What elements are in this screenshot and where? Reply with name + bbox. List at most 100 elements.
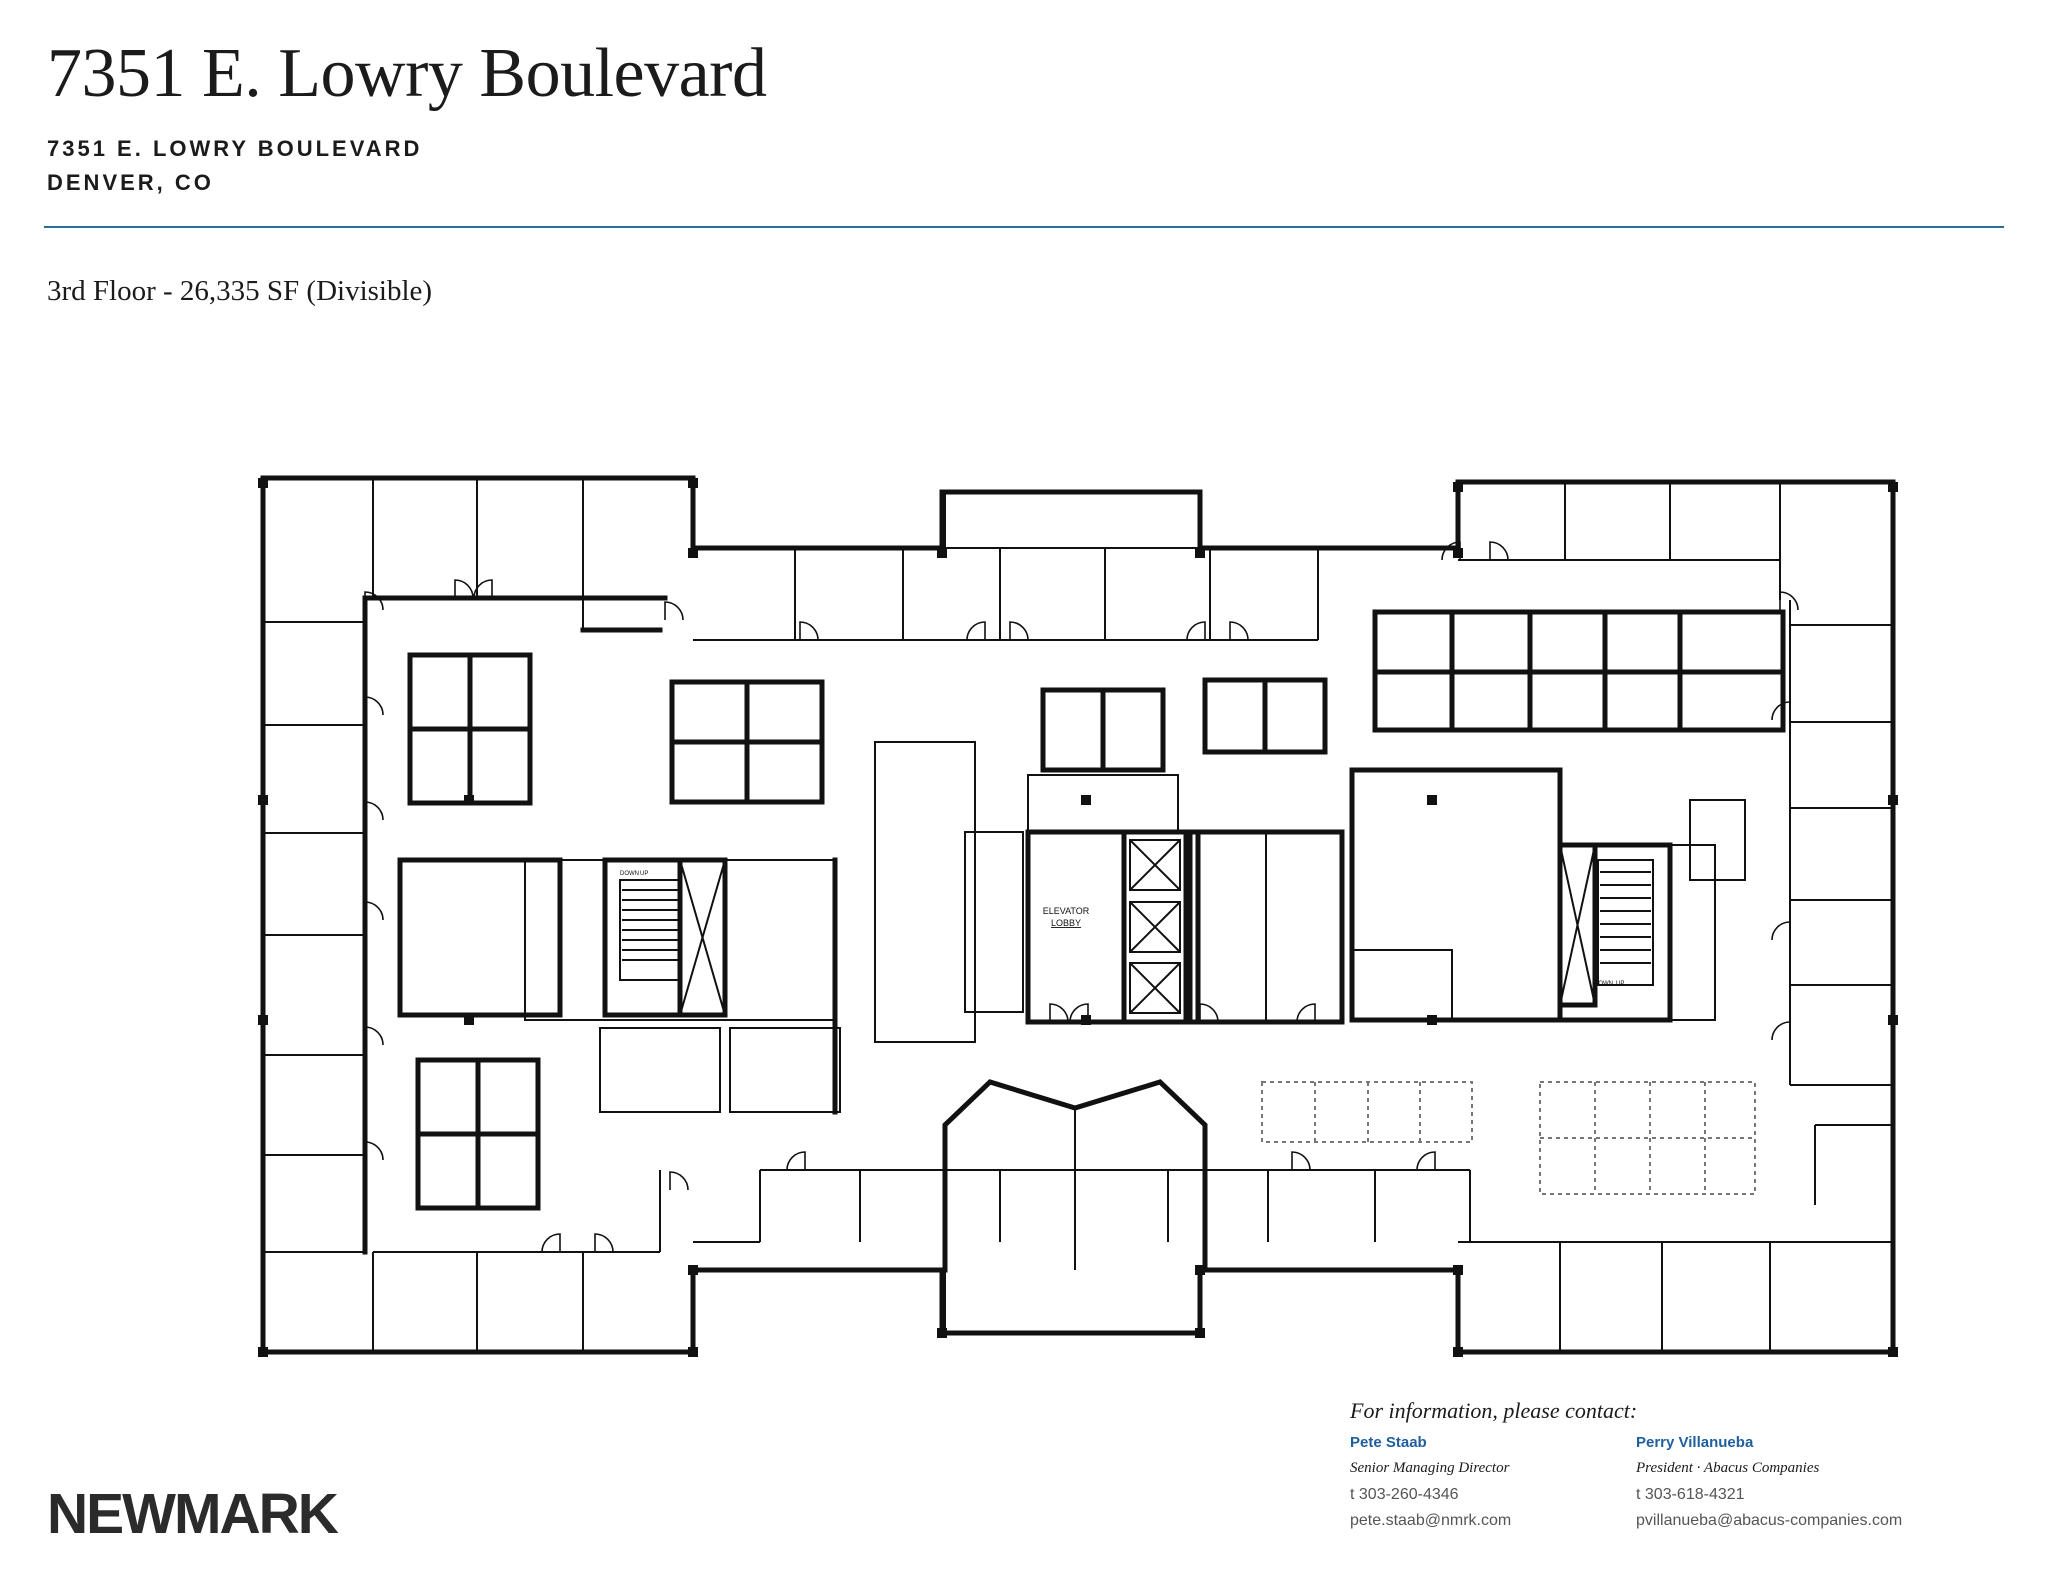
structural-column	[688, 1347, 698, 1357]
door-swing	[473, 579, 493, 599]
contact-title: President · Abacus Companies	[1636, 1460, 1820, 1476]
contact-phone[interactable]: t 303-260-4346	[1350, 1486, 1459, 1503]
door-swing	[1771, 1021, 1791, 1041]
door-swing	[1441, 541, 1461, 561]
contact-card-2: Perry Villanueba President · Abacus Comp…	[1636, 1432, 1902, 1534]
structural-column	[258, 1347, 268, 1357]
door-swing	[1771, 701, 1791, 721]
storage-room-2	[729, 1027, 841, 1113]
door-swing	[966, 621, 986, 641]
elevator-car	[1129, 839, 1181, 891]
structural-column	[1888, 795, 1898, 805]
door-swing	[1186, 621, 1206, 641]
elevator-lobby-label-2: LOBBY	[1051, 918, 1081, 928]
door-swing	[1009, 621, 1029, 641]
east-closet	[1669, 844, 1716, 1021]
contact-title: Senior Managing Director	[1350, 1460, 1510, 1476]
stair-run	[619, 879, 681, 981]
structural-column	[1195, 1265, 1205, 1275]
structural-column	[464, 795, 474, 805]
structural-column	[688, 1265, 698, 1275]
door-swing	[541, 1233, 561, 1253]
door-swing	[594, 1233, 614, 1253]
structural-column	[937, 1328, 947, 1338]
contact-heading: For information, please contact:	[1350, 1398, 1638, 1423]
elevator-lobby-label: ELEVATOR	[1043, 906, 1090, 916]
conference-room-west	[397, 857, 563, 1018]
door-swing	[1296, 1003, 1316, 1023]
door-swing	[1779, 591, 1799, 611]
door-swing	[1416, 1151, 1436, 1171]
structural-column	[1888, 1347, 1898, 1357]
structural-column	[1453, 1265, 1463, 1275]
structural-column	[1888, 1015, 1898, 1025]
shaft-x	[679, 859, 726, 1016]
shaft-x	[1559, 844, 1596, 1006]
stair-up-label-right: UP	[1616, 981, 1624, 987]
stair-west	[602, 857, 728, 1018]
header-divider	[44, 226, 2004, 228]
structural-column	[1081, 1015, 1091, 1025]
door-swing	[1199, 1003, 1219, 1023]
newmark-logo: NEWMARK	[47, 1482, 339, 1546]
structural-column	[688, 478, 698, 488]
structural-column	[1081, 795, 1091, 805]
elevator-car	[1129, 962, 1181, 1014]
contact-phone[interactable]: t 303-618-4321	[1636, 1486, 1745, 1503]
structural-column	[688, 548, 698, 558]
top-bay	[944, 491, 1201, 549]
structural-column	[258, 795, 268, 805]
structural-column	[258, 1015, 268, 1025]
door-swing	[1489, 541, 1509, 561]
door-swing	[1291, 1151, 1311, 1171]
structural-column	[1195, 548, 1205, 558]
elevator-car	[1129, 901, 1181, 953]
structural-column	[937, 548, 947, 558]
page-title: 7351 E. Lowry Boulevard	[47, 35, 767, 112]
door-swing	[1049, 1003, 1069, 1023]
storage-room	[599, 1027, 721, 1113]
door-swing	[1069, 1003, 1089, 1023]
open-room-east	[1349, 767, 1563, 1023]
address-line-2: DENVER, CO	[47, 170, 214, 195]
structural-column	[1427, 795, 1437, 805]
stair-run-east	[1597, 859, 1654, 986]
structural-column	[1427, 1015, 1437, 1025]
mechanical-room	[1027, 774, 1179, 833]
door-swing	[454, 579, 474, 599]
shaft-east	[1557, 842, 1598, 1008]
address-line-1: 7351 E. LOWRY BOULEVARD	[47, 136, 423, 161]
door-swing	[1771, 921, 1791, 941]
contact-card-1: Pete Staab Senior Managing Director t 30…	[1350, 1432, 1511, 1534]
structural-column	[1195, 1328, 1205, 1338]
door-swing	[669, 1171, 689, 1191]
janitor-room	[964, 831, 1024, 1013]
door-swing	[364, 801, 384, 821]
structural-column	[464, 1015, 474, 1025]
door-swing	[799, 621, 819, 641]
door-swing	[664, 601, 684, 621]
east-closet-2	[1689, 799, 1746, 881]
door-swing	[364, 1141, 384, 1161]
contact-email[interactable]: pete.staab@nmrk.com	[1350, 1512, 1512, 1529]
service-corridor	[874, 741, 976, 1043]
contact-name: Pete Staab	[1350, 1434, 1427, 1451]
door-swing	[364, 901, 384, 921]
door-swing	[1229, 621, 1249, 641]
floor-label: 3rd Floor - 26,335 SF (Divisible)	[47, 275, 433, 307]
structural-column	[1453, 1347, 1463, 1357]
contact-name: Perry Villanueba	[1636, 1434, 1754, 1451]
elevator-x	[1129, 901, 1181, 953]
elevator-x	[1129, 962, 1181, 1014]
stair-down-label-left: DOWN	[620, 871, 639, 877]
structural-column	[1453, 548, 1463, 558]
stair-up-label-left: UP	[640, 871, 648, 877]
elevator-x	[1129, 839, 1181, 891]
door-swing	[364, 696, 384, 716]
contact-email[interactable]: pvillanueba@abacus-companies.com	[1636, 1512, 1903, 1529]
stair-down-label-right: DOWN	[1594, 981, 1613, 987]
structural-column	[1453, 482, 1463, 492]
copy-room	[1351, 949, 1453, 1021]
future-workstations-2	[1539, 1081, 1756, 1195]
